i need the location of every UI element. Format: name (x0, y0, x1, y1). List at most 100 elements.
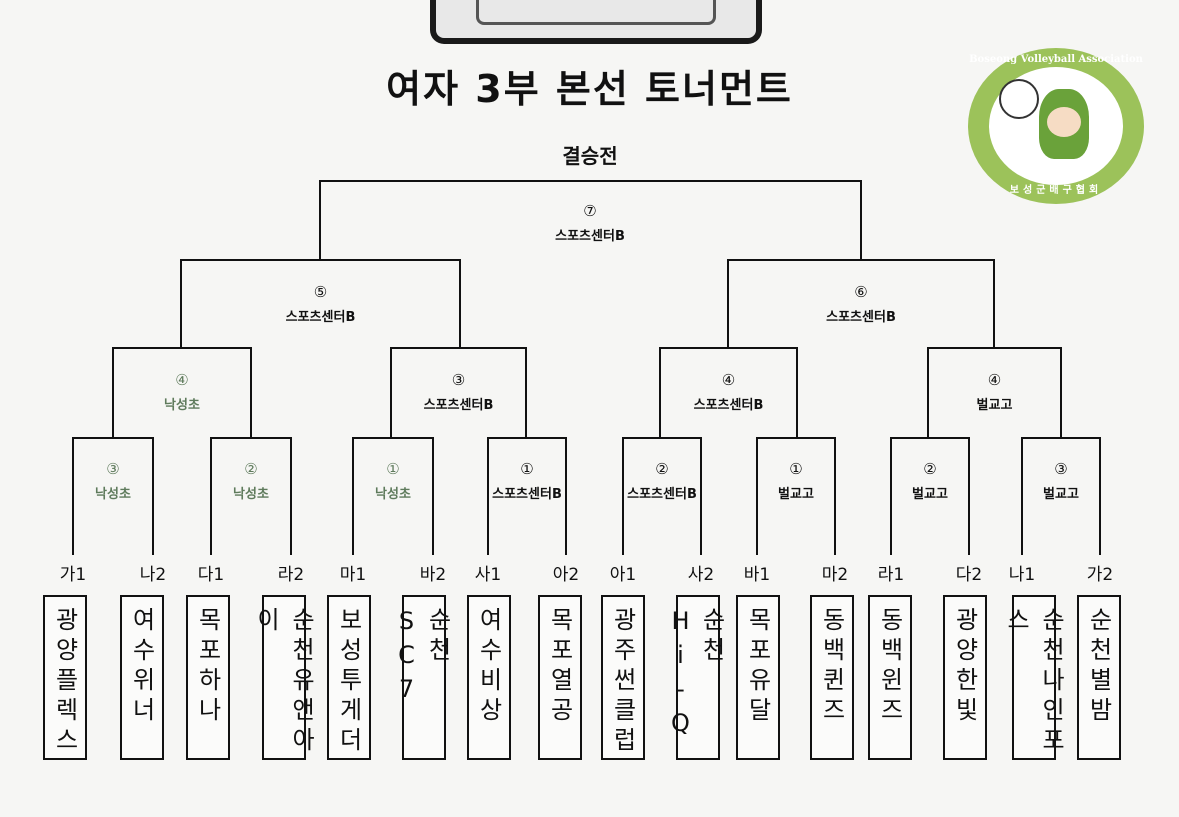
team-name-card: 여수비상 (467, 595, 511, 760)
match-number: ① (789, 460, 803, 478)
team-name-card: 광주썬클럽 (601, 595, 645, 760)
round1-bracket (352, 437, 434, 555)
team-name-card: 광양플렉스 (43, 595, 87, 760)
team-name-card: 순천SC7 (393, 595, 452, 760)
round1-match: ③ 낙성초 (38, 456, 188, 508)
team-name: 동백윈즈 (875, 607, 904, 727)
team-name: 여수위너 (127, 607, 156, 727)
team-name: 순천유앤아이 (252, 607, 315, 757)
match-court: 낙성초 (375, 487, 411, 502)
team-seed: 사2 (687, 565, 715, 585)
match-number: ⑦ (583, 202, 597, 220)
round1-match: ② 낙성초 (176, 456, 326, 508)
team-seed: 다1 (197, 565, 225, 585)
match-number: ⑥ (854, 283, 868, 301)
team-name-card: 순천나인포스 (1002, 595, 1065, 760)
team-seed: 아1 (609, 565, 637, 585)
match-court: 벌교고 (778, 487, 814, 502)
clipboard-clip (430, 0, 762, 44)
quarterfinal-match: ③ 스포츠센터B (384, 367, 534, 419)
match-court: 스포츠센터B (423, 398, 494, 413)
match-court: 스포츠센터B (492, 487, 562, 502)
clipboard-clip-inner (476, 0, 716, 25)
match-number: ① (520, 460, 534, 478)
match-court: 벌교고 (1043, 487, 1079, 502)
match-number: ③ (451, 371, 466, 389)
team-name-card: 보성투게더 (327, 595, 371, 760)
team-seed: 나2 (139, 565, 167, 585)
round1-match: ② 벌교고 (855, 456, 1005, 508)
mascot-icon (1039, 89, 1089, 159)
team-seed: 가2 (1086, 565, 1114, 585)
final-match: ⑦ 스포츠센터B (515, 198, 665, 250)
team-name: 목포하나 (193, 607, 222, 727)
match-court: 낙성초 (164, 398, 200, 413)
round1-bracket (890, 437, 970, 555)
team-name-card: 목포열공 (538, 595, 582, 760)
match-number: ⑤ (313, 283, 328, 301)
team-name: 목포열공 (545, 607, 574, 727)
team-seed: 나1 (1008, 565, 1036, 585)
match-number: ② (244, 460, 258, 478)
match-court: 스포츠센터B (826, 310, 896, 325)
team-name: 순천SC7 (392, 607, 452, 709)
quarterfinal-bracket (390, 347, 527, 438)
association-logo: Boseong Volleyball Association 보성군배구협회 (968, 48, 1144, 204)
team-name-card: 여수위너 (120, 595, 164, 760)
match-court: 스포츠센터B (693, 398, 764, 413)
team-name: 여수비상 (474, 607, 503, 727)
match-court: 스포츠센터B (555, 229, 625, 244)
match-court: 벌교고 (912, 487, 948, 502)
logo-text-ko: 보성군배구협회 (1009, 185, 1103, 196)
match-court: 낙성초 (233, 487, 269, 502)
round1-bracket (622, 437, 702, 555)
team-name-card: 동백퀸즈 (810, 595, 854, 760)
team-name: 광양플렉스 (50, 607, 79, 757)
mascot-face (1047, 107, 1081, 137)
team-name-card: 광양한빛 (943, 595, 987, 760)
logo-inner (989, 67, 1123, 185)
match-court: 벌교고 (976, 398, 1013, 413)
team-seed: 가1 (59, 565, 87, 585)
team-name-card: 순천유앤아이 (252, 595, 315, 760)
match-number: ② (655, 460, 669, 478)
final-bracket (319, 180, 862, 261)
team-name-card: 순천별밤 (1077, 595, 1121, 760)
round1-match: ① 벌교고 (721, 456, 871, 508)
team-name: 순천Hi-Q (666, 607, 726, 743)
team-seed: 사1 (474, 565, 502, 585)
match-number: ③ (106, 460, 120, 478)
team-name: 목포유달 (743, 607, 772, 727)
match-court: 낙성초 (95, 487, 131, 502)
match-number: ② (923, 460, 937, 478)
final-heading: 결승전 (562, 144, 618, 168)
team-name: 순천나인포스 (1002, 607, 1065, 757)
team-seed: 마2 (821, 565, 849, 585)
team-seed: 아2 (552, 565, 580, 585)
page-title: 여자 3부 본선 토너먼트 (386, 67, 793, 111)
team-seed: 라1 (877, 565, 905, 585)
team-name: 순천별밤 (1084, 607, 1113, 727)
semifinal-match: ⑤ 스포츠센터B (246, 279, 396, 331)
team-name: 광주썬클럽 (608, 607, 637, 757)
team-name-card: 동백윈즈 (868, 595, 912, 760)
team-name: 광양한빛 (950, 607, 979, 727)
match-number: ③ (1054, 460, 1068, 478)
quarterfinal-match: ④ 벌교고 (920, 367, 1070, 419)
quarterfinal-match: ④ 낙성초 (107, 367, 257, 419)
match-court: 스포츠센터B (285, 310, 356, 325)
team-seed: 마1 (339, 565, 367, 585)
match-number: ④ (987, 371, 1002, 389)
team-name-card: 목포유달 (736, 595, 780, 760)
round1-match: ③ 벌교고 (986, 456, 1136, 508)
team-seed: 바2 (419, 565, 447, 585)
match-number: ④ (175, 371, 189, 389)
semifinal-match: ⑥ 스포츠센터B (786, 279, 936, 331)
team-seed: 바1 (743, 565, 771, 585)
volleyball-icon (999, 79, 1039, 119)
team-name: 보성투게더 (334, 607, 363, 757)
